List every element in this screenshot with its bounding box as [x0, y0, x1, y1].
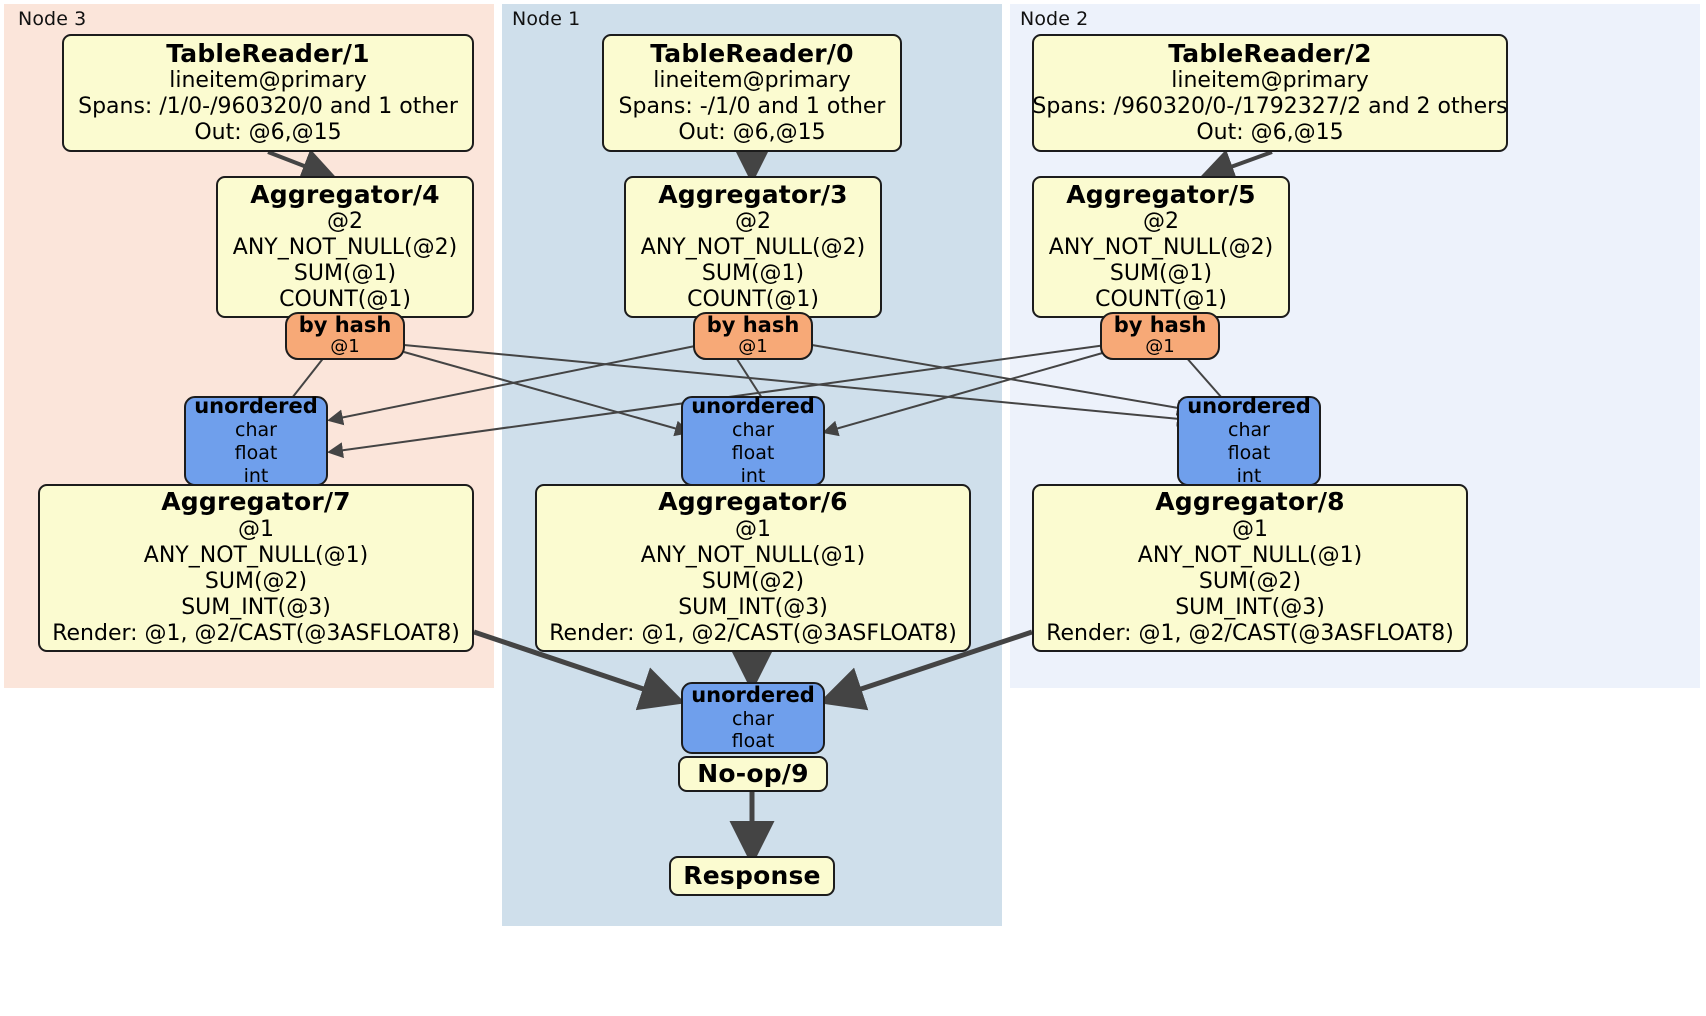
processor-line: SUM(@1): [293, 261, 397, 287]
node-label-node1: Node 1: [512, 8, 581, 30]
processor-aggregator-5[interactable]: Aggregator/5 @2 ANY_NOT_NULL(@2) SUM(@1)…: [1032, 176, 1290, 318]
processor-aggregator-8[interactable]: Aggregator/8 @1 ANY_NOT_NULL(@1) SUM(@2)…: [1032, 484, 1468, 652]
router-title: by hash: [298, 313, 392, 338]
processor-line: SUM(@1): [701, 261, 805, 287]
stream-line: char: [732, 419, 774, 442]
processor-line: SUM(@2): [204, 569, 308, 595]
processor-line: lineitem@primary: [653, 67, 851, 93]
processor-title: Aggregator/3: [658, 179, 848, 209]
stream-line: char: [732, 707, 774, 730]
stream-line: float: [731, 441, 775, 464]
stream-line: int: [243, 464, 269, 487]
processor-line: @2: [735, 208, 771, 234]
processor-line: ANY_NOT_NULL(@1): [1137, 542, 1363, 568]
processor-line: ANY_NOT_NULL(@2): [640, 234, 866, 260]
processor-title: Response: [683, 860, 821, 890]
processor-line: lineitem@primary: [1171, 67, 1369, 93]
processor-title: Aggregator/6: [658, 487, 848, 517]
processor-tablereader-1[interactable]: TableReader/1 lineitem@primary Spans: /1…: [62, 34, 474, 152]
stream-unordered-right[interactable]: unordered char float int: [1177, 394, 1321, 487]
router-by-hash-right[interactable]: by hash @1: [1100, 312, 1220, 360]
processor-line: Out: @6,@15: [194, 120, 342, 146]
processor-line: SUM(@1): [1109, 261, 1213, 287]
node-label-node2: Node 2: [1020, 8, 1089, 30]
processor-title: TableReader/0: [650, 38, 854, 68]
stream-title: unordered: [194, 394, 318, 419]
processor-aggregator-7[interactable]: Aggregator/7 @1 ANY_NOT_NULL(@1) SUM(@2)…: [38, 484, 474, 652]
processor-line: @1: [1232, 516, 1268, 542]
processor-line: COUNT(@1): [687, 287, 819, 313]
stream-title: unordered: [691, 682, 815, 707]
processor-title: Aggregator/4: [250, 179, 440, 209]
router-line: @1: [738, 336, 768, 358]
stream-line: int: [740, 464, 766, 487]
node-label-node3: Node 3: [18, 8, 87, 30]
processor-line: Spans: /1/0-/960320/0 and 1 other: [78, 94, 458, 120]
processor-line: Render: @1, @2/CAST(@3ASFLOAT8): [52, 621, 460, 647]
processor-title: Aggregator/5: [1066, 179, 1256, 209]
router-line: @1: [330, 336, 360, 358]
processor-tablereader-2[interactable]: TableReader/2 lineitem@primary Spans: /9…: [1032, 34, 1508, 152]
processor-response[interactable]: Response: [669, 856, 835, 896]
processor-line: Render: @1, @2/CAST(@3ASFLOAT8): [549, 621, 957, 647]
processor-line: @1: [735, 516, 771, 542]
router-title: by hash: [1113, 313, 1207, 338]
processor-line: @1: [238, 516, 274, 542]
stream-unordered-center[interactable]: unordered char float int: [681, 394, 825, 487]
processor-line: SUM(@2): [701, 569, 805, 595]
processor-title: TableReader/1: [166, 38, 370, 68]
processor-title: Aggregator/7: [161, 487, 351, 517]
processor-line: SUM(@2): [1198, 569, 1302, 595]
stream-unordered-final[interactable]: unordered char float: [681, 682, 825, 754]
router-by-hash-left[interactable]: by hash @1: [285, 312, 405, 360]
processor-line: lineitem@primary: [169, 67, 367, 93]
processor-title: No-op/9: [697, 758, 809, 788]
processor-line: ANY_NOT_NULL(@1): [640, 542, 866, 568]
stream-line: float: [1227, 441, 1271, 464]
processor-aggregator-6[interactable]: Aggregator/6 @1 ANY_NOT_NULL(@1) SUM(@2)…: [535, 484, 971, 652]
processor-line: ANY_NOT_NULL(@2): [232, 234, 458, 260]
processor-line: COUNT(@1): [279, 287, 411, 313]
processor-line: SUM_INT(@3): [181, 595, 331, 621]
router-title: by hash: [706, 313, 800, 338]
stream-line: int: [1236, 464, 1262, 487]
router-by-hash-center[interactable]: by hash @1: [693, 312, 813, 360]
processor-line: COUNT(@1): [1095, 287, 1227, 313]
processor-aggregator-3[interactable]: Aggregator/3 @2 ANY_NOT_NULL(@2) SUM(@1)…: [624, 176, 882, 318]
processor-line: ANY_NOT_NULL(@2): [1048, 234, 1274, 260]
stream-line: char: [235, 419, 277, 442]
router-line: @1: [1145, 336, 1175, 358]
processor-line: SUM_INT(@3): [1175, 595, 1325, 621]
processor-title: TableReader/2: [1168, 38, 1372, 68]
processor-tablereader-0[interactable]: TableReader/0 lineitem@primary Spans: -/…: [602, 34, 902, 152]
processor-noop-9[interactable]: No-op/9: [678, 756, 828, 792]
processor-line: Spans: -/1/0 and 1 other: [618, 94, 886, 120]
processor-line: @2: [1143, 208, 1179, 234]
processor-line: @2: [327, 208, 363, 234]
processor-line: SUM_INT(@3): [678, 595, 828, 621]
stream-line: float: [731, 730, 775, 753]
stream-line: float: [234, 441, 278, 464]
stream-title: unordered: [691, 394, 815, 419]
processor-line: Spans: /960320/0-/1792327/2 and 2 others: [1032, 94, 1508, 120]
processor-aggregator-4[interactable]: Aggregator/4 @2 ANY_NOT_NULL(@2) SUM(@1)…: [216, 176, 474, 318]
processor-title: Aggregator/8: [1155, 487, 1345, 517]
stream-title: unordered: [1187, 394, 1311, 419]
processor-line: Render: @1, @2/CAST(@3ASFLOAT8): [1046, 621, 1454, 647]
stream-unordered-left[interactable]: unordered char float int: [184, 394, 328, 487]
processor-line: Out: @6,@15: [1196, 120, 1344, 146]
processor-line: ANY_NOT_NULL(@1): [143, 542, 369, 568]
processor-line: Out: @6,@15: [678, 120, 826, 146]
stream-line: char: [1228, 419, 1270, 442]
